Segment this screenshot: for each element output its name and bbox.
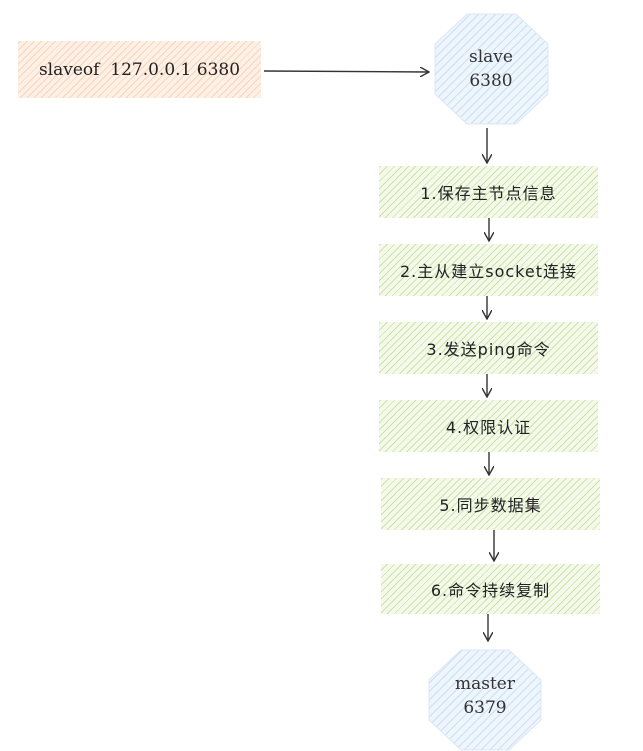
step-5-box: 5.同步数据集: [381, 478, 600, 530]
master-node-shape: [428, 649, 542, 751]
step-2-label: 2.主从建立socket连接: [399, 262, 577, 281]
slave-node-port: 6380: [469, 71, 513, 91]
slave-node-name: slave: [469, 47, 513, 67]
step-3-box: 3.发送ping命令: [379, 322, 598, 374]
step-1-label: 1.保存主节点信息: [420, 184, 557, 203]
step-3-label: 3.发送ping命令: [426, 340, 551, 359]
master-node-name: master: [455, 674, 515, 694]
step-6-label: 6.命令持续复制: [430, 581, 551, 600]
slave-node-shape: [434, 13, 549, 125]
slaveof-command-box: slaveof 127.0.0.1 6380: [18, 41, 261, 98]
arrow-command-to-slave: [263, 71, 428, 72]
step-2-box: 2.主从建立socket连接: [379, 244, 598, 296]
step-6-box: 6.命令持续复制: [381, 564, 600, 614]
step-1-box: 1.保存主节点信息: [379, 166, 598, 218]
step-4-box: 4.权限认证: [379, 400, 598, 452]
slave-node: slave 6380: [441, 45, 541, 93]
slaveof-command-text: slaveof 127.0.0.1 6380: [38, 59, 241, 80]
master-node-port: 6379: [463, 698, 507, 718]
step-4-label: 4.权限认证: [445, 418, 532, 437]
step-5-label: 5.同步数据集: [439, 496, 542, 515]
master-node: master 6379: [435, 672, 535, 720]
